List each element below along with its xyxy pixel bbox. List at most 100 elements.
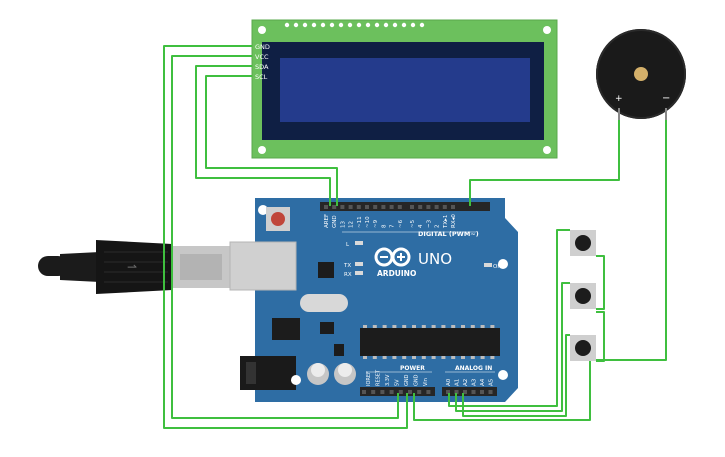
- digital-pin-hole[interactable]: [348, 205, 353, 209]
- digital-pin-hole[interactable]: [373, 205, 378, 209]
- power-pin-hole[interactable]: [380, 390, 385, 394]
- power-pin-hole[interactable]: [408, 390, 412, 394]
- digital-pin-hole[interactable]: [332, 205, 337, 209]
- analog-pin-hole[interactable]: [480, 390, 484, 394]
- power-pin-label: RESET: [376, 369, 382, 386]
- power-pin-label: GND: [404, 374, 410, 386]
- lcd-mount-hole: [258, 146, 266, 154]
- digital-pin-hole[interactable]: [442, 205, 447, 209]
- lcd-mount-hole: [258, 26, 266, 34]
- analog-pin-hole[interactable]: [488, 390, 493, 394]
- analog-pin-label: A4: [480, 378, 486, 386]
- push-button-3[interactable]: [570, 335, 596, 361]
- power-pin-hole[interactable]: [389, 390, 394, 394]
- power-pin-label: GND: [414, 374, 420, 386]
- lcd-top-pin-row: [284, 22, 425, 28]
- led-l: [355, 241, 363, 245]
- digital-pin-hole[interactable]: [389, 205, 394, 209]
- digital-pin-hole[interactable]: [381, 205, 386, 209]
- analog-pin-label: A5: [489, 378, 495, 386]
- digital-pin-hole[interactable]: [340, 205, 345, 209]
- microcontroller-legs: [363, 325, 495, 359]
- arduino-logo-text: ARDUINO: [377, 269, 416, 278]
- digital-pin-hole[interactable]: [356, 205, 361, 209]
- wire-buzzer-plus: [469, 120, 620, 206]
- wire-gnd-buttons: [413, 361, 591, 421]
- power-pin-hole[interactable]: [362, 390, 366, 394]
- wire-lcd-scl: [205, 75, 338, 206]
- digital-pin-label: 8: [381, 224, 387, 228]
- digital-pin-label: 4: [418, 224, 424, 228]
- analog-pin-label: A3: [472, 378, 478, 386]
- digital-pin-label: ~6: [398, 219, 404, 228]
- lcd-header-pin: [311, 22, 317, 28]
- usb-b-port: [229, 241, 297, 291]
- analog-pin-hole[interactable]: [454, 390, 459, 394]
- digital-pin-hole[interactable]: [410, 205, 414, 209]
- digital-pin-label: ~11: [357, 216, 363, 228]
- digital-header-label: DIGITAL (PWM~): [418, 230, 479, 238]
- analog-pin-hole[interactable]: [446, 390, 450, 394]
- lcd-header-pin: [338, 22, 344, 28]
- lcd-header-pin: [356, 22, 362, 28]
- arduino-model-text: UNO: [418, 250, 452, 268]
- digital-pin-hole[interactable]: [397, 205, 402, 209]
- wire-lcd-sda: [195, 65, 331, 206]
- usb-cable: ⇀: [38, 240, 230, 294]
- digital-pin-hole[interactable]: [426, 205, 431, 209]
- usb-symbol-icon: ⇀: [127, 260, 137, 274]
- small-component: [334, 344, 344, 356]
- lcd-pin-label-gnd: GND: [255, 43, 270, 51]
- digital-pin-label: ~3: [426, 219, 432, 228]
- lcd-header-pin: [401, 22, 407, 28]
- power-pin-hole[interactable]: [398, 390, 403, 394]
- wire-buzzer-minus: [596, 120, 667, 361]
- board-mount-hole: [258, 205, 268, 215]
- board-mount-hole: [498, 370, 508, 380]
- wire-button3-a2: [462, 334, 570, 417]
- digital-pin-hole[interactable]: [451, 205, 455, 209]
- digital-pin-hole[interactable]: [324, 205, 328, 209]
- analog-pin-hole[interactable]: [463, 390, 467, 394]
- digital-pin-hole[interactable]: [365, 205, 369, 209]
- led-on-label: ON: [493, 264, 501, 270]
- wires: [163, 45, 667, 429]
- analog-pin-label: A0: [446, 378, 452, 386]
- board-mount-hole: [291, 375, 301, 385]
- wire-button-common-1: [596, 255, 605, 310]
- power-pin-hole[interactable]: [426, 390, 431, 394]
- power-header: [360, 387, 435, 396]
- led-rx: [355, 271, 363, 275]
- piezo-buzzer: + −: [596, 29, 686, 120]
- push-button-2[interactable]: [570, 283, 596, 309]
- digital-pin-holes: [324, 205, 455, 209]
- lcd-header-pin: [410, 22, 416, 28]
- led-on: [484, 263, 492, 267]
- led-l-label: L: [346, 242, 350, 248]
- digital-pin-label: GND: [332, 215, 338, 228]
- crystal-oscillator: [300, 294, 348, 312]
- arduino-logo-icon: [374, 247, 411, 267]
- lcd-module: GND VCC SDA SCL: [251, 19, 558, 159]
- power-pin-hole[interactable]: [417, 390, 422, 394]
- digital-pin-label: ~10: [365, 216, 371, 228]
- lcd-mount-hole: [543, 146, 551, 154]
- power-pin-hole[interactable]: [371, 390, 376, 394]
- atmega-microcontroller: [360, 328, 500, 356]
- digital-pin-label: ~9: [373, 219, 379, 228]
- digital-pin-hole[interactable]: [418, 205, 423, 209]
- lcd-header-pin: [293, 22, 299, 28]
- digital-pin-label: RX◂0: [451, 214, 457, 228]
- lcd-screen: [280, 58, 530, 122]
- digital-pin-label: 2: [435, 225, 441, 229]
- wire-button2-a1: [455, 282, 570, 412]
- push-button-1[interactable]: [570, 230, 596, 256]
- digital-pin-label: TX▸1: [443, 215, 449, 229]
- digital-pin-label: 13: [340, 221, 346, 228]
- wire-lcd-gnd: [163, 45, 408, 429]
- digital-pin-hole[interactable]: [434, 205, 439, 209]
- analog-pin-hole[interactable]: [471, 390, 476, 394]
